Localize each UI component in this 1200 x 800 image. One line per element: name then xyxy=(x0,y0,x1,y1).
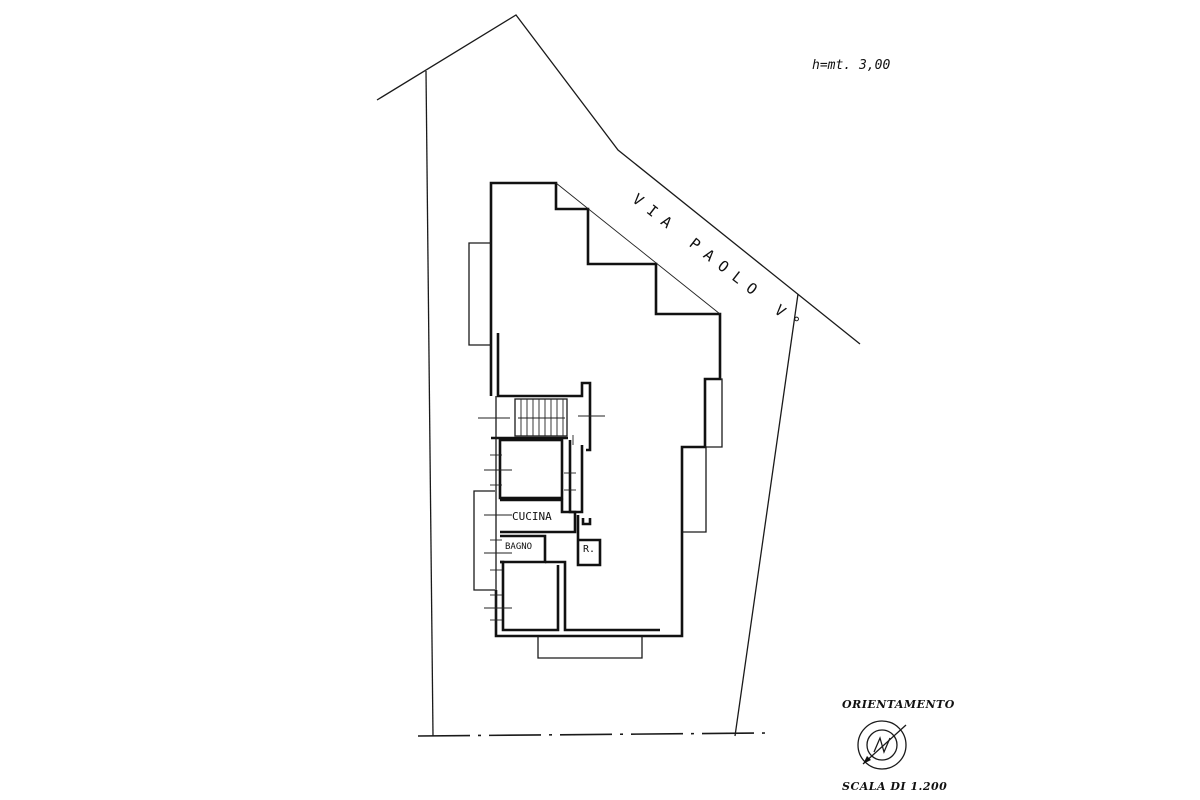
balconies xyxy=(468,242,723,659)
room-label-closet: R. xyxy=(583,544,596,555)
apartment-walls xyxy=(491,333,660,632)
height-note: h=mt. 3,00 xyxy=(812,58,891,73)
room-label-kitchen: CUCINA xyxy=(512,510,552,523)
room-label-bathroom: BAGNO xyxy=(505,542,533,552)
staircase xyxy=(514,398,568,437)
building-outline xyxy=(489,181,722,638)
window-marks xyxy=(478,415,605,621)
scale-label: SCALA DI 1.200 xyxy=(842,780,948,793)
orientation-label: ORIENTAMENTO xyxy=(842,698,955,711)
north-arrow-icon xyxy=(857,720,907,770)
lot-boundary xyxy=(376,14,861,737)
